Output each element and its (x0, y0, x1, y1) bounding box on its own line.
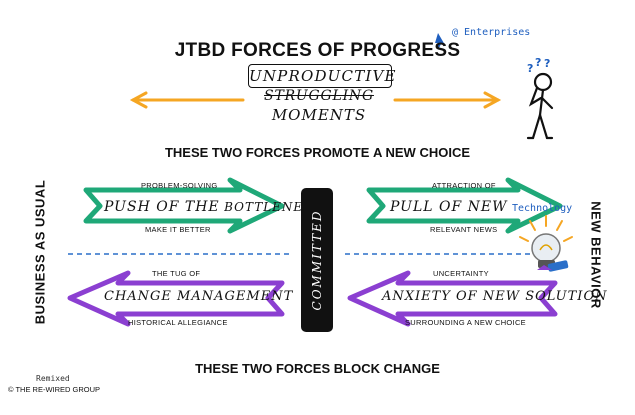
svg-text:?: ? (535, 56, 541, 69)
question-marks-icon: ? ? ? (527, 56, 550, 75)
lightbulb-icon (519, 215, 573, 272)
block-caption: THESE TWO FORCES BLOCK CHANGE (0, 361, 635, 376)
svg-text:?: ? (544, 57, 550, 70)
anxiety-bottom-label: SURROUNDING A NEW CHOICE (405, 318, 526, 327)
struggling-struck-label: STRUGGLING (264, 88, 374, 104)
habit-bottom-label: HISTORICAL ALLEGIANCE (128, 318, 228, 327)
enterprises-annotation: @ Enterprises (452, 27, 531, 38)
block-lead: THESE TWO FORCES (195, 361, 334, 376)
push-main-label: PUSH OF THE BOTTLENECK (104, 198, 323, 216)
block-bold: BLOCK CHANGE (333, 361, 440, 376)
pull-bottom-label: RELEVANT NEWS (430, 225, 498, 234)
habit-arrow (67, 270, 285, 327)
push-accent-text: BOTTLENECK (224, 200, 324, 214)
cursor-icon (435, 33, 445, 48)
committed-label: COMMITTED (310, 209, 324, 311)
pull-top-label: ATTRACTION OF (432, 181, 496, 190)
unproductive-label: UNPRODUCTIVE (248, 64, 396, 88)
push-bottom-label: MAKE IT BETTER (145, 225, 211, 234)
thinking-person-icon (526, 72, 554, 140)
anxiety-main-label: ANXIETY OF NEW SOLUTION (382, 289, 608, 304)
habit-top-label: THE TUG OF (152, 269, 201, 278)
pull-accent-text: Technology (511, 203, 573, 214)
pull-arrow (366, 177, 563, 234)
committed-pillar (301, 188, 333, 332)
promote-caption: THESE TWO FORCES PROMOTE A NEW CHOICE (0, 145, 635, 160)
moments-label: MOMENTS (271, 106, 367, 124)
habit-main-label: CHANGE MANAGEMENT (104, 289, 294, 304)
remixed-note: Remixed (36, 374, 70, 383)
anxiety-arrow (347, 270, 558, 327)
business-as-usual-label: BUSINESS AS USUAL (32, 179, 48, 325)
push-top-label: PROBLEM-SOLVING (141, 181, 218, 190)
anxiety-top-label: UNCERTAINTY (433, 269, 489, 278)
svg-text:?: ? (527, 62, 533, 75)
page-title: JTBD FORCES OF PROGRESS (174, 40, 461, 61)
orange-arrow-right (393, 91, 502, 109)
pull-main-text: PULL OF NEW (390, 199, 508, 215)
copyright-text: © THE RE-WIRED GROUP (8, 385, 101, 394)
push-main-text: PUSH OF THE (104, 199, 220, 215)
promote-lead: THESE TWO FORCES PROMOTE (164, 145, 373, 160)
push-arrow (83, 177, 285, 234)
promote-bold: A NEW CHOICE (372, 145, 471, 160)
pull-main-label: PULL OF NEW Technology (390, 198, 572, 216)
orange-arrow-left (129, 91, 245, 109)
